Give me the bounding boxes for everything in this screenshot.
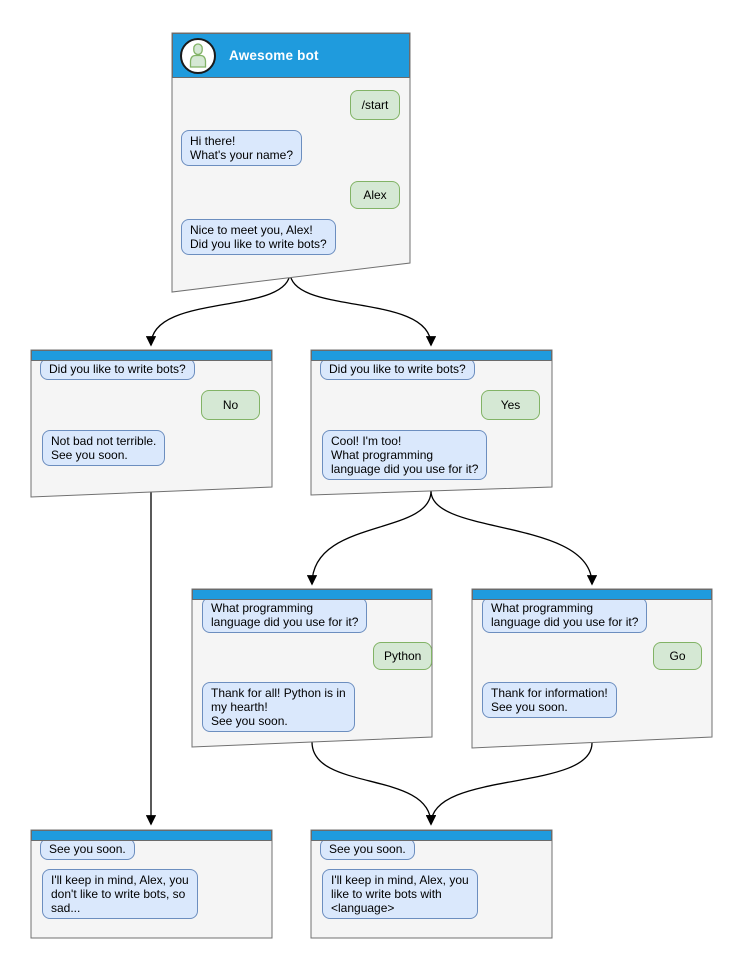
bot-message-bubble: Did you like to write bots?	[320, 358, 475, 380]
bot-message-bubble: Did you like to write bots?	[40, 358, 195, 380]
bot-message-bubble: See you soon.	[40, 838, 135, 860]
connector-start-to-yes	[289, 271, 437, 347]
bot-name-title: Awesome bot	[229, 48, 319, 63]
connector-yes-to-python	[306, 490, 432, 586]
bot-message-bubble: Nice to meet you, Alex! Did you like to …	[181, 219, 336, 255]
user-message-bubble: Python	[373, 642, 433, 670]
user-message-bubble: Go	[653, 642, 702, 670]
user-message-bubble: No	[201, 390, 260, 420]
chat-window-header	[31, 350, 272, 361]
window-bodies	[30, 32, 713, 939]
connector-start-to-no	[145, 271, 291, 347]
connector-go-to-end	[425, 742, 593, 826]
bot-message-bubble: Hi there! What's your name?	[181, 130, 303, 166]
chat-window-header	[192, 589, 432, 600]
bot-message-bubble: I'll keep in mind, Alex, you like to wri…	[322, 869, 478, 919]
chat-window-header	[31, 830, 272, 841]
user-message-bubble: Alex	[350, 181, 400, 209]
bot-message-bubble: Cool! I'm too! What programming language…	[322, 430, 488, 480]
chat-window-header	[311, 350, 552, 361]
chat-window-header-start: Awesome bot	[172, 33, 410, 78]
bot-message-bubble: See you soon.	[320, 838, 415, 860]
bot-message-bubble: I'll keep in mind, Alex, you don't like …	[42, 869, 198, 919]
chat-window-header	[472, 589, 712, 600]
user-message-bubble: Yes	[481, 390, 540, 420]
chat-window-header	[311, 830, 552, 841]
bot-message-bubble: Thank for all! Python is in my hearth! S…	[202, 682, 355, 732]
connector-yes-to-go	[430, 490, 598, 586]
bot-avatar	[180, 37, 216, 74]
bot-message-bubble: What programming language did you use fo…	[202, 597, 368, 633]
bot-message-bubble: Thank for information! See you soon.	[482, 682, 617, 718]
person-icon	[189, 43, 207, 68]
bot-message-bubble: What programming language did you use fo…	[482, 597, 648, 633]
connectors	[145, 271, 598, 826]
connector-python-to-end	[311, 741, 437, 826]
bot-message-bubble: Not bad not terrible. See you soon.	[42, 430, 166, 466]
user-message-bubble: /start	[350, 90, 400, 120]
